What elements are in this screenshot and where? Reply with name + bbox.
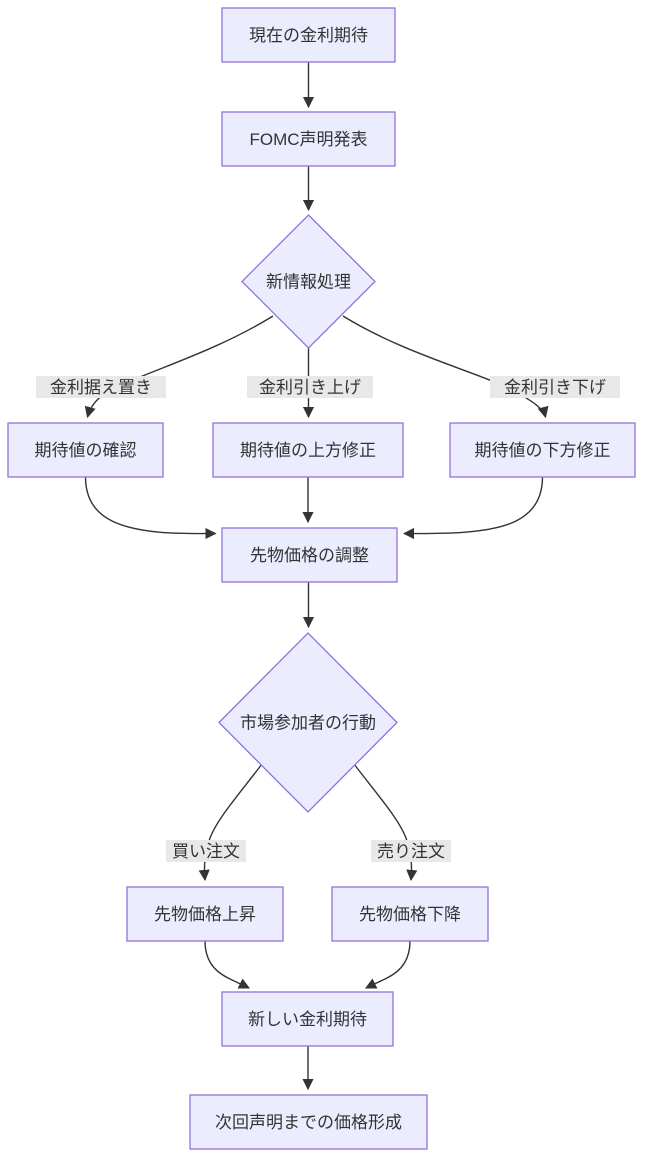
node-futures-price-down: 先物価格下降 <box>331 886 489 942</box>
node-box <box>331 886 489 942</box>
edge-label-rate-hike: 金利引き上げ <box>247 376 373 398</box>
node-label: 期待値の上方修正 <box>240 441 376 460</box>
node-new-rate-expectations: 新しい金利期待 <box>221 991 394 1047</box>
node-futures-price-up: 先物価格上昇 <box>126 886 284 942</box>
node-fomc-statement: FOMC声明発表 <box>221 111 396 167</box>
node-label: 市場参加者の行動 <box>240 714 376 733</box>
edge-labels-layer: 金利据え置き 金利引き上げ 金利引き下げ 買い注文 売り注文 <box>36 376 620 862</box>
arrow-processing-to-confirm <box>84 315 274 419</box>
edge-label-bg <box>490 376 620 398</box>
node-revise-expectations-up: 期待値の上方修正 <box>212 422 404 478</box>
edge-label-text: 金利引き下げ <box>504 378 606 397</box>
arrow-processing-to-revise-down <box>342 315 549 419</box>
edge-label-text: 売り注文 <box>377 842 445 861</box>
edge-label-bg <box>371 840 451 862</box>
edge-label-bg <box>247 376 373 398</box>
node-label: 新しい金利期待 <box>248 1010 367 1029</box>
node-confirm-expectations: 期待値の確認 <box>7 422 164 478</box>
node-futures-price-adjustment: 先物価格の調整 <box>221 527 398 583</box>
decision-diamond <box>218 632 398 813</box>
node-box <box>189 1094 428 1150</box>
nodes-layer: 現在の金利期待 FOMC声明発表 新情報処理 期待値の確認 期待値の上方修正 期 <box>7 7 636 1150</box>
decision-market-participants-action: 市場参加者の行動 <box>218 632 398 813</box>
edge-label-bg <box>36 376 166 398</box>
node-label: 次回声明までの価格形成 <box>215 1113 402 1132</box>
node-revise-expectations-down: 期待値の下方修正 <box>449 422 636 478</box>
node-label: 新情報処理 <box>266 273 351 292</box>
node-box <box>7 422 164 478</box>
node-price-formation-until-next: 次回声明までの価格形成 <box>189 1094 428 1150</box>
node-label: 期待値の下方修正 <box>475 441 611 460</box>
edge-label-rate-hold: 金利据え置き <box>36 376 166 398</box>
node-label: FOMC声明発表 <box>249 130 367 149</box>
node-label: 先物価格の調整 <box>250 546 369 565</box>
node-box <box>126 886 284 942</box>
node-box <box>221 991 394 1047</box>
arrow-confirm-to-adjustment <box>84 476 217 540</box>
arrow-price-up-to-new-expectations <box>204 940 251 989</box>
node-label: 期待値の確認 <box>35 441 137 460</box>
edge-label-sell-order: 売り注文 <box>371 840 451 862</box>
node-box <box>221 111 396 167</box>
edge-label-bg <box>166 840 246 862</box>
edge-label-buy-order: 買い注文 <box>166 840 246 862</box>
edge-label-text: 金利据え置き <box>50 378 152 397</box>
node-current-rate-expectations: 現在の金利期待 <box>221 7 396 63</box>
node-box <box>221 527 398 583</box>
arrow-revise-down-to-adjustment <box>402 476 544 540</box>
decision-new-info-processing: 新情報処理 <box>241 214 376 349</box>
node-box <box>449 422 636 478</box>
node-label: 先物価格上昇 <box>154 905 256 924</box>
node-label: 現在の金利期待 <box>249 26 368 45</box>
arrow-action-to-price-down <box>353 763 418 882</box>
edge-label-rate-cut: 金利引き下げ <box>490 376 620 398</box>
node-box <box>221 7 396 63</box>
node-label: 先物価格下降 <box>359 905 461 924</box>
node-box <box>212 422 404 478</box>
decision-diamond <box>241 214 376 349</box>
arrow-action-to-price-up <box>198 763 263 882</box>
edge-label-text: 金利引き上げ <box>259 378 361 397</box>
edge-label-text: 買い注文 <box>172 842 240 861</box>
arrow-price-down-to-new-expectations <box>364 940 411 989</box>
